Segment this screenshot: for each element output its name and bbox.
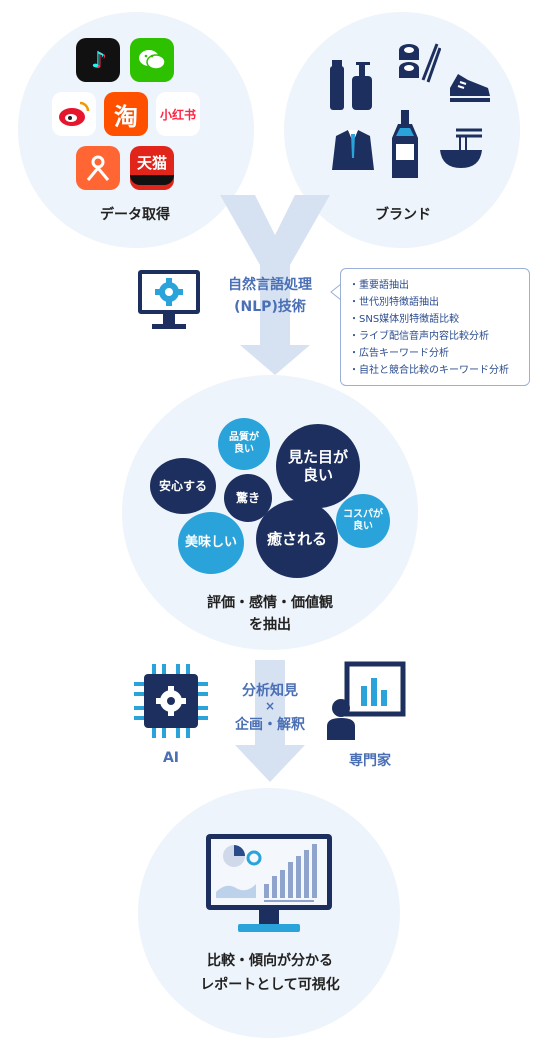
bubble-looks: 見た目が 良い bbox=[276, 424, 360, 508]
analysis-center-line3: 企画・解釈 bbox=[235, 717, 305, 733]
suit-icon bbox=[332, 130, 374, 170]
wechat-icon bbox=[130, 38, 174, 82]
nlp-feature-item: ・広告キーワード分析 bbox=[349, 348, 449, 359]
cosmetics-icon bbox=[330, 60, 372, 110]
nlp-feature-item: ・世代別特徴語抽出 bbox=[349, 297, 439, 308]
nlp-feature-item: ・重要語抽出 bbox=[349, 280, 409, 291]
report-caption-line1: 比較・傾向が分かる bbox=[207, 953, 333, 969]
nlp-feature-item: ・SNS媒体別特徴語比較 bbox=[349, 314, 460, 325]
bubble-healing: 癒される bbox=[256, 500, 338, 578]
expert-presentation-icon bbox=[327, 661, 406, 740]
nlp-title-line2: (NLP)技術 bbox=[234, 299, 306, 315]
noodle-bowl-icon bbox=[440, 128, 482, 168]
nlp-title-line1: 自然言語処理 bbox=[228, 277, 312, 293]
nlp-feature-item: ・自社と競合比較のキーワード分析 bbox=[349, 365, 509, 376]
down-arrow-middle bbox=[235, 660, 305, 782]
data-acquisition-label: データ取得 bbox=[100, 207, 170, 223]
analysis-center-line1: 分析知見 bbox=[242, 683, 298, 699]
weibo-icon bbox=[52, 92, 96, 136]
ai-label: AI bbox=[162, 750, 180, 766]
tiktok-icon: ♪ bbox=[76, 38, 120, 82]
xiaohongshu-icon: 小红书 bbox=[156, 92, 200, 136]
bubble-tasty: 美味しい bbox=[178, 512, 244, 574]
sushi-icon bbox=[399, 43, 441, 83]
monitor-gear-icon bbox=[138, 270, 200, 329]
nlp-feature-item: ・ライブ配信音声内容比較分析 bbox=[349, 331, 489, 342]
report-caption-line2: レポートとして可視化 bbox=[200, 977, 340, 993]
taobao-icon: 淘 bbox=[104, 92, 148, 136]
extraction-caption-line2: を抽出 bbox=[249, 617, 291, 633]
note-pointer bbox=[330, 284, 342, 300]
sneaker-icon bbox=[450, 74, 490, 102]
report-monitor-icon bbox=[206, 834, 332, 932]
bubble-relief: 安心する bbox=[150, 458, 216, 514]
bubble-quality: 品質が 良い bbox=[218, 418, 270, 470]
merge-arrow bbox=[220, 195, 330, 375]
ai-chip-icon bbox=[134, 664, 208, 738]
extraction-caption-line1: 評価・感情・価値観 bbox=[207, 595, 333, 611]
analysis-center-line2: × bbox=[264, 699, 276, 713]
brand-label: ブランド bbox=[375, 207, 431, 223]
bottle-icon bbox=[392, 110, 418, 178]
dianping-icon bbox=[76, 146, 120, 190]
bubble-cospa: コスパが 良い bbox=[336, 494, 390, 548]
nlp-feature-list: ・重要語抽出 ・世代別特徴語抽出 ・SNS媒体別特徴語比較 ・ライブ配信音声内容… bbox=[340, 268, 530, 386]
tmall-icon: 天猫 bbox=[130, 146, 174, 190]
expert-label: 専門家 bbox=[349, 753, 391, 769]
